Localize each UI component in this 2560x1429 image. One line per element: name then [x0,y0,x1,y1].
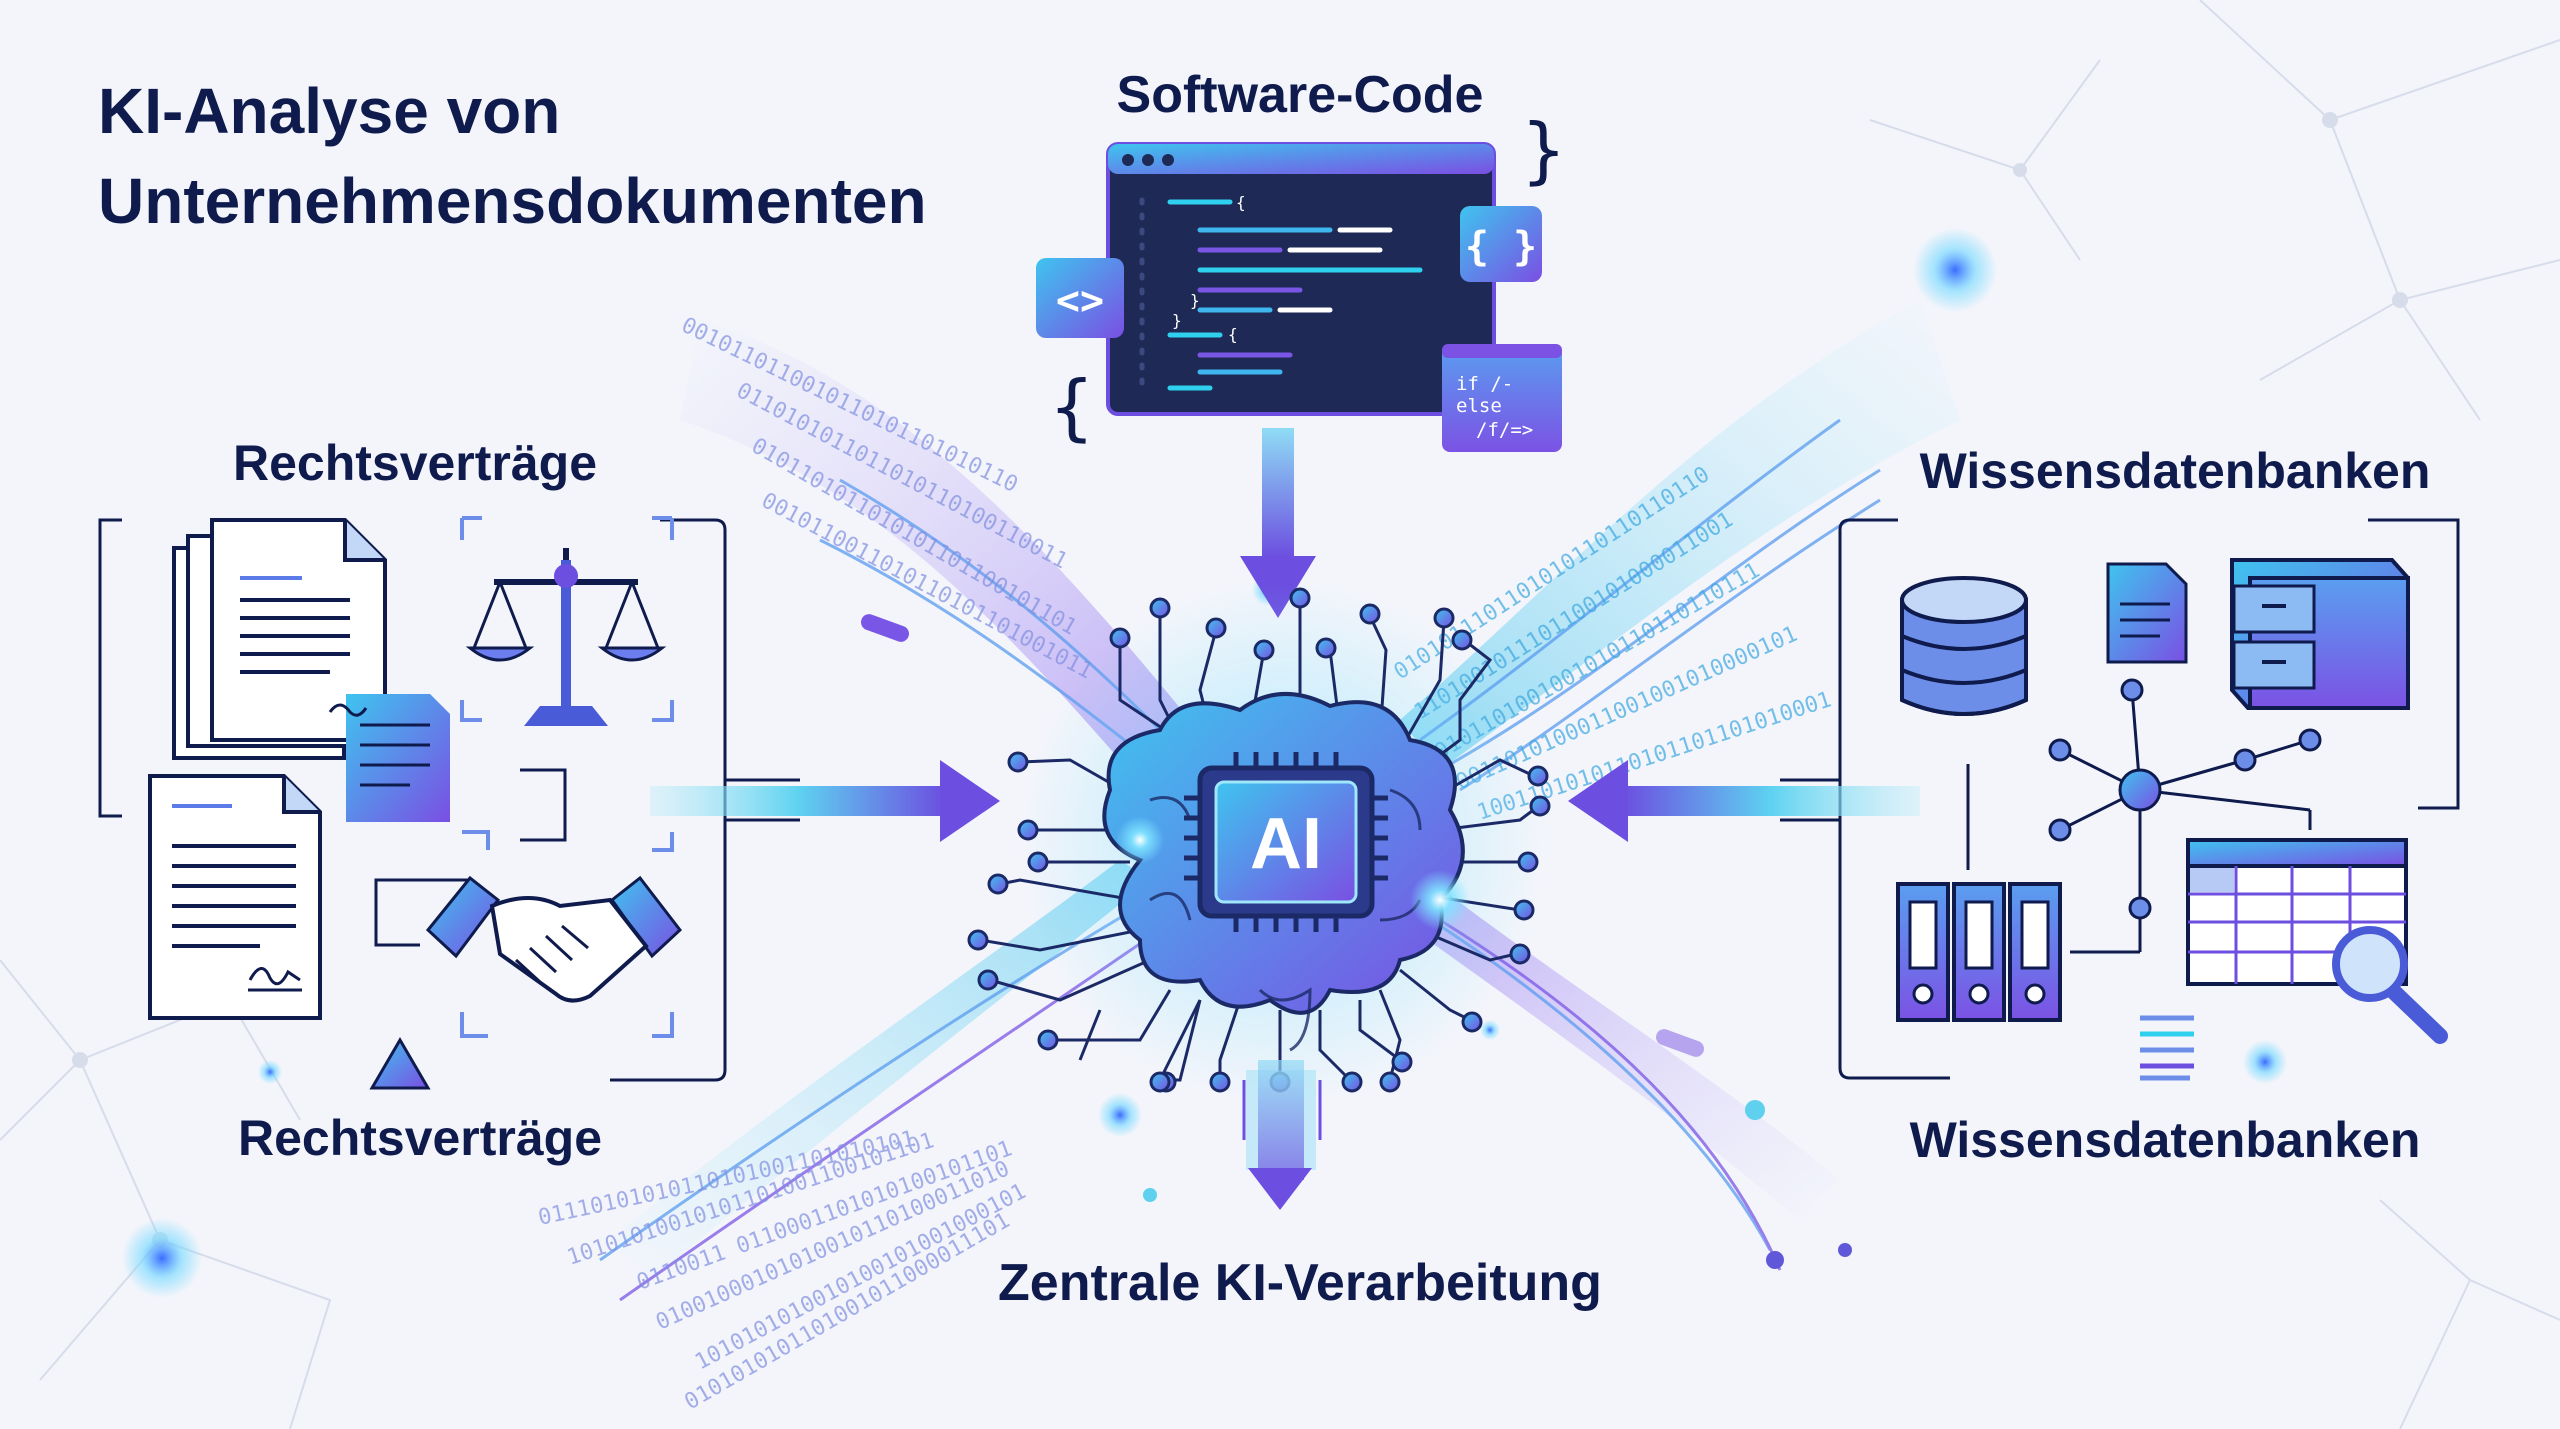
label-central-processing: Zentrale KI-Verarbeitung [998,1254,1602,1312]
circuit-traces [979,600,1537,1082]
label-knowledge-top: Wissensdatenbanken [1920,443,2431,499]
scales-of-justice-icon [460,516,674,726]
ai-brain-chip-icon: AI [967,582,1551,1102]
handshake-icon [425,830,683,1038]
text-lines-icon [2140,1015,2194,1081]
label-knowledge-bottom: Wissensdatenbanken [1910,1112,2421,1168]
label-legal-bottom: Rechtsverträge [238,1110,602,1166]
document-icon [328,694,450,822]
svg-text:<>: <> [1056,278,1104,324]
circuit-nodes [967,587,1551,1093]
svg-text:else: else [1456,395,1502,417]
curly-braces-icon: { } [1460,206,1542,282]
stream-upper-right [1400,300,1960,770]
code-window-icon: { } } { [1106,142,1496,416]
svg-text:/f/=>: /f/=> [1476,419,1533,441]
svg-text:{: { [1236,193,1246,212]
brace-open-icon: { [1050,365,1093,449]
svg-text:{ }: { } [1465,224,1537,270]
if-else-icon: if /- else /f/=> [1442,344,1562,452]
knowledge-group [1780,518,2460,1081]
svg-text:}: } [1190,291,1200,310]
binders-icon [1896,882,2062,1022]
glow-dots [122,228,2287,1298]
chip-label: AI [1250,804,1322,884]
file-cabinet-icon [2230,558,2410,710]
document-icon [2106,562,2188,664]
legal-group [98,516,800,1090]
triangle-icon [369,1037,431,1090]
signed-document-icon [148,774,322,1020]
database-icon [1900,576,2028,716]
page-title: KI-Analyse von [98,75,560,147]
angle-brackets-icon: <> [1036,258,1124,338]
arrow-right-to-ai [650,760,1000,842]
brace-close-icon: } [1522,108,1565,192]
network-graph-icon [1966,678,2322,954]
label-software-code: Software-Code [1117,66,1484,124]
table-search-icon [2186,838,2448,1044]
label-legal-top: Rechtsverträge [233,435,597,491]
svg-text:if /-: if /- [1456,373,1513,395]
page-title-line2: Unternehmensdokumenten [98,165,927,237]
svg-text:{: { [1228,325,1238,344]
arrow-left-to-ai [1568,760,1920,842]
light-beam-icon [1242,1060,1322,1210]
svg-text:}: } [1172,311,1182,330]
